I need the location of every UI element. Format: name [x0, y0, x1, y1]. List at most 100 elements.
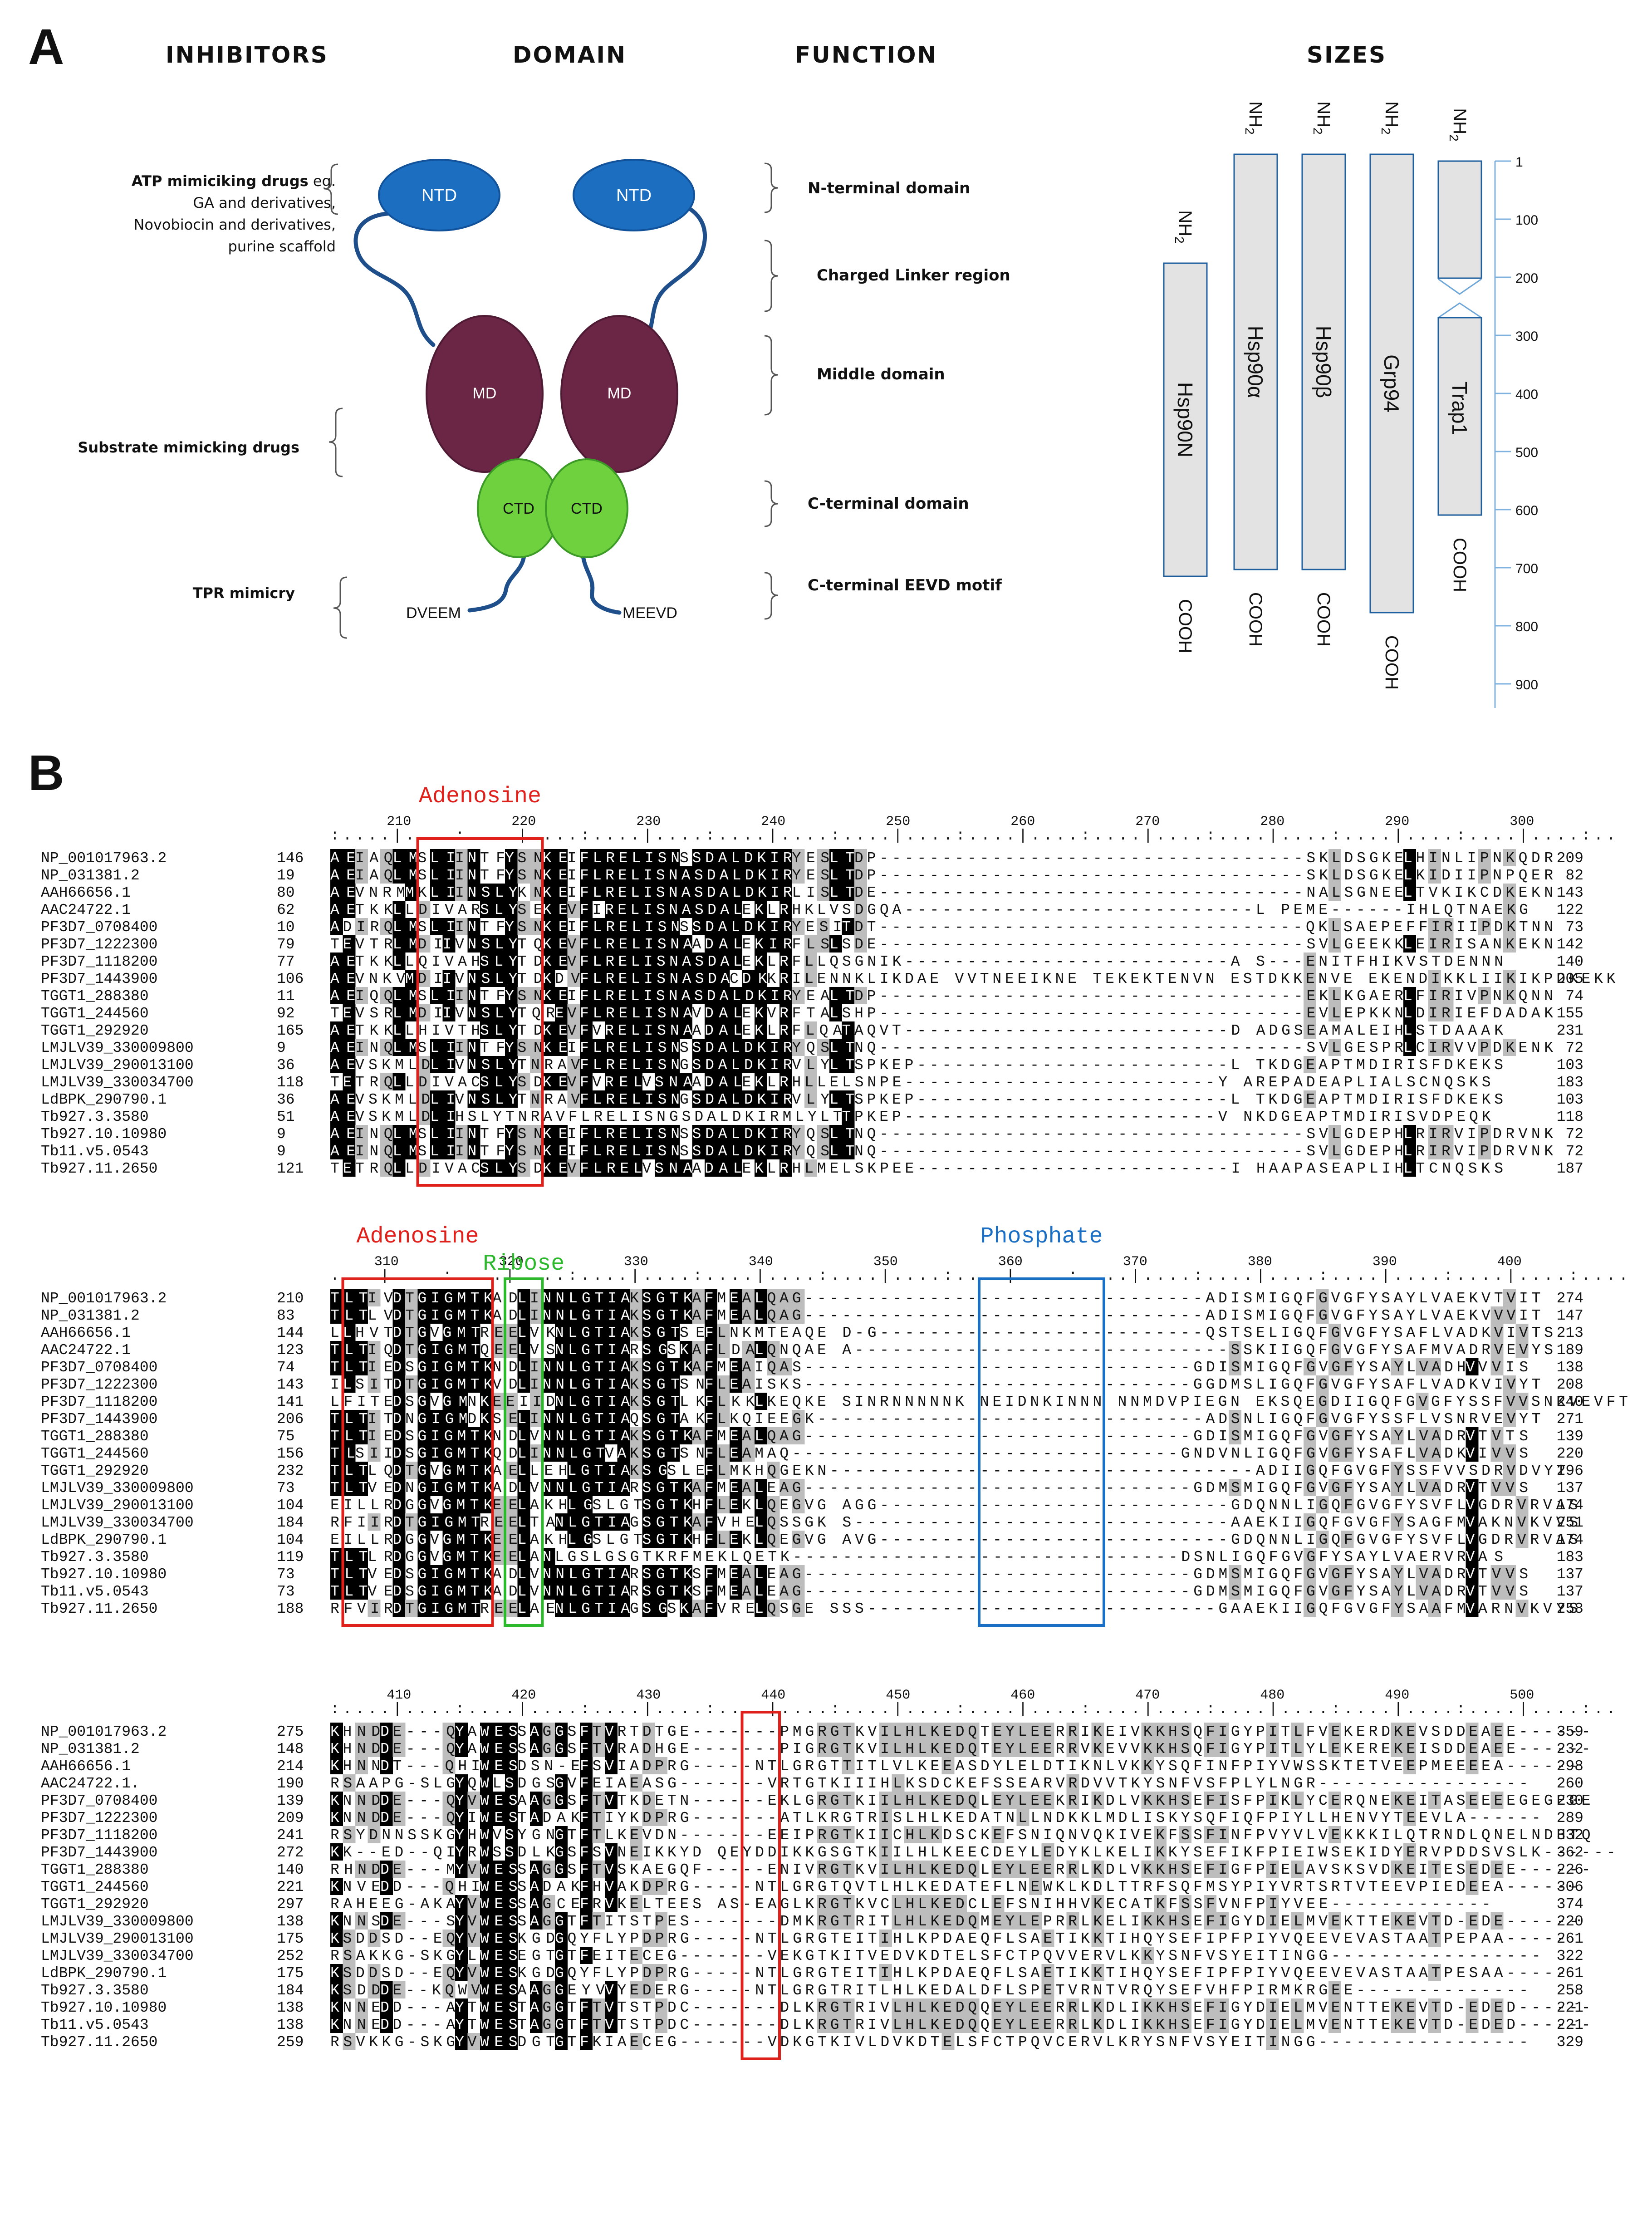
residue-shade — [392, 935, 406, 953]
residue-shade — [343, 987, 356, 1004]
residue-shade — [542, 1039, 555, 1056]
residue-shade — [530, 1125, 543, 1142]
residue-shade — [380, 866, 393, 884]
residue-shade — [505, 953, 518, 970]
residue-shade — [742, 1090, 755, 1108]
sequence-start: 77 — [277, 953, 295, 970]
residue-shade — [605, 987, 618, 1004]
residue-shade — [617, 918, 630, 935]
residue-shade — [442, 884, 456, 901]
sequence-start: 190 — [277, 1775, 304, 1792]
residue-shade — [667, 1039, 680, 1056]
sequence-end: 137 — [1557, 1566, 1583, 1583]
sequence-id: LMJLV39_330009800 — [41, 1040, 194, 1056]
residue-shade — [692, 884, 705, 901]
residue-shade — [442, 1039, 456, 1056]
sequence-end: 137 — [1557, 1583, 1583, 1600]
residue-shade — [642, 1090, 655, 1108]
scale-tick-label: 700 — [1515, 561, 1538, 576]
residue-shade — [343, 1090, 356, 1108]
residue-shade — [655, 901, 667, 918]
residue-shade — [392, 1004, 406, 1021]
residue-shade — [730, 1004, 742, 1021]
residue-shade — [542, 935, 555, 953]
residue-shade — [667, 1056, 680, 1073]
residue-shade — [467, 1090, 480, 1108]
bracket-tpr — [333, 576, 348, 639]
residue-shade — [680, 901, 692, 918]
sequence-id: LMJLV39_290013100 — [41, 1930, 194, 1947]
residue-shade — [730, 935, 742, 953]
residue-shade — [567, 1073, 580, 1090]
residue-shade — [417, 901, 431, 918]
ntd-right — [573, 159, 695, 231]
residue-shade — [405, 970, 418, 987]
sequence-id: AAC24722.1. — [41, 1775, 140, 1792]
residue-shade — [630, 884, 642, 901]
residue-shade — [567, 953, 580, 970]
residue-shade — [542, 866, 555, 884]
residue-shade — [492, 935, 505, 953]
residue-shade — [705, 901, 717, 918]
residue-shade — [330, 987, 343, 1004]
sequence-start: 221 — [277, 1879, 304, 1895]
ruler-number: 240 — [761, 814, 785, 830]
sequence-id: PF3D7_1222300 — [41, 1376, 157, 1393]
residue-shade — [592, 1090, 605, 1108]
ruler-number: 300 — [1510, 814, 1534, 830]
function-nterm: N-terminal domain — [808, 179, 971, 197]
residue-shade — [467, 1039, 480, 1056]
residue-shade — [405, 1004, 418, 1021]
ruler-number: 250 — [886, 814, 910, 830]
residue-shade — [642, 1004, 655, 1021]
residue-shade — [492, 970, 505, 987]
sequence-end: 139 — [1557, 1428, 1583, 1445]
residue-shade — [692, 1142, 705, 1159]
residue-shade — [467, 935, 480, 953]
residue-shade — [542, 1021, 555, 1039]
residue-shade — [680, 1073, 692, 1090]
residue-shade — [580, 1090, 593, 1108]
residue-shade — [730, 953, 742, 970]
residue-shade — [655, 866, 667, 884]
ntd-right-label: NTD — [616, 186, 652, 205]
sequence-end: 174 — [1557, 1497, 1583, 1514]
residue-shade — [667, 970, 680, 987]
residue-shade — [467, 884, 480, 901]
sequence-id: Tb927.3.3580 — [41, 1982, 149, 1999]
residue-shade — [492, 1073, 505, 1090]
residue-shade — [742, 866, 755, 884]
sequence-id: NP_031381.2 — [41, 867, 140, 884]
residue-shade — [542, 918, 555, 935]
residue-shade — [480, 935, 493, 953]
residue-shade — [667, 1004, 680, 1021]
residue-shade — [380, 1125, 393, 1142]
residue-shade — [755, 953, 767, 970]
inhibitor-tpr: TPR mimicry — [192, 584, 295, 602]
residue-shade — [705, 884, 717, 901]
residue-shade — [442, 935, 456, 953]
residue-shade — [542, 884, 555, 901]
residue-shade — [580, 1021, 593, 1039]
residue-shade — [630, 866, 642, 884]
residue-shade — [642, 1056, 655, 1073]
residue-shade — [592, 935, 605, 953]
residue-shade — [592, 1056, 605, 1073]
residue-shade — [580, 884, 593, 901]
sequence-id: TGGT1_244560 — [41, 1005, 149, 1022]
residue-shade — [405, 866, 418, 884]
residue-shade — [655, 970, 667, 987]
